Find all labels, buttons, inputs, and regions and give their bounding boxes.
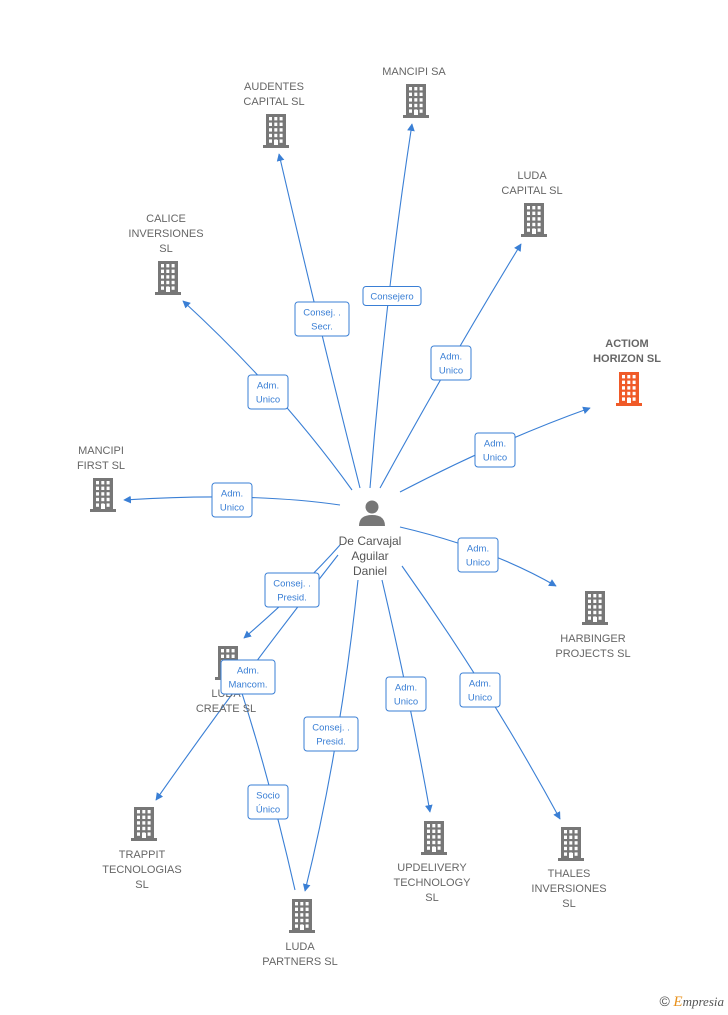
company-node-audentes[interactable]: AUDENTES CAPITAL SL: [243, 81, 305, 148]
relation-label-luda-create-presid[interactable]: Consej. . Presid.: [264, 572, 320, 608]
relation-label-mancipi-sa[interactable]: Consejero: [362, 286, 422, 306]
relation-label-luda-partners[interactable]: Consej. . Presid.: [303, 716, 359, 752]
person-name-line: Daniel: [353, 564, 387, 578]
relation-label-audentes[interactable]: Consej. . Secr.: [294, 301, 350, 337]
relation-text-line: Unico: [439, 366, 463, 377]
company-label-line: TECNOLOGIAS: [102, 864, 181, 876]
person-name-line: Aguilar: [351, 549, 388, 563]
relation-text-line: Unico: [256, 395, 280, 406]
company-label-line: SL: [425, 892, 438, 904]
company-label-line: THALES: [548, 868, 591, 880]
relation-text-line: Consej. .: [273, 579, 311, 590]
person-icon: [359, 500, 385, 526]
building-icon: [90, 478, 116, 512]
relation-text-line: Adm.: [257, 381, 279, 392]
company-node-trappit[interactable]: TRAPPIT TECNOLOGIAS SL: [102, 807, 182, 891]
relation-label-calice[interactable]: Adm. Unico: [247, 374, 289, 410]
building-icon: [582, 591, 608, 625]
company-label-line: PARTNERS SL: [262, 956, 337, 968]
relation-text-line: Mancom.: [228, 680, 267, 691]
relation-text-line: Unico: [483, 453, 507, 464]
company-node-calice[interactable]: CALICE INVERSIONES SL: [128, 213, 204, 295]
company-node-harbinger[interactable]: HARBINGER PROJECTS SL: [555, 591, 631, 660]
nodes-layer: AUDENTES CAPITAL SL MANCIPI SA LUDA CAPITAL …: [77, 66, 661, 968]
company-label-line: CAPITAL SL: [501, 185, 562, 197]
copyright-symbol: ©: [659, 993, 670, 1009]
relation-labels-layer: Consej. .Secr.ConsejeroAdm.UnicoAdm.Unic…: [211, 286, 516, 820]
relation-text-line: Socio: [256, 791, 280, 802]
building-icon: [403, 84, 429, 118]
building-icon: [131, 807, 157, 841]
building-icon: [521, 203, 547, 237]
brand-name: mpresia: [682, 994, 724, 1009]
company-label-line: LUDA: [517, 170, 547, 182]
company-label-line: TRAPPIT: [119, 849, 166, 861]
company-label-line: UPDELIVERY: [397, 862, 467, 874]
relation-label-actiom[interactable]: Adm. Unico: [474, 432, 516, 468]
company-node-luda-capital[interactable]: LUDA CAPITAL SL: [501, 170, 563, 237]
relation-text-line: Secr.: [311, 322, 333, 333]
company-label-line: PROJECTS SL: [555, 648, 630, 660]
company-label-line: AUDENTES: [244, 81, 304, 93]
company-node-updelivery[interactable]: UPDELIVERY TECHNOLOGY SL: [393, 821, 471, 904]
company-label-line: SL: [562, 898, 575, 910]
company-label-line: INVERSIONES: [531, 883, 606, 895]
relation-text-line: Único: [256, 805, 280, 816]
company-label-line: LUDA: [285, 941, 315, 953]
relation-text-line: Unico: [468, 693, 492, 704]
relation-text-line: Consej. .: [303, 308, 341, 319]
relation-label-luda-capital[interactable]: Adm. Unico: [430, 345, 472, 381]
company-node-mancipi-first[interactable]: MANCIPI FIRST SL: [77, 445, 125, 512]
company-label-line: CREATE SL: [196, 703, 256, 715]
relation-text-line: Adm.: [469, 679, 491, 690]
company-node-actiom[interactable]: ACTIOM HORIZON SL: [593, 338, 661, 406]
building-icon: [616, 372, 642, 406]
relation-text-line: Adm.: [467, 544, 489, 555]
edge-luda-partners-socio: [238, 686, 296, 891]
relation-text-line: Presid.: [316, 737, 346, 748]
relation-text-line: Unico: [466, 558, 490, 569]
building-icon: [263, 114, 289, 148]
company-label-line: CALICE: [146, 213, 186, 225]
company-label-line: MANCIPI SA: [382, 66, 446, 78]
relation-text-line: Consejero: [370, 292, 413, 303]
company-label-line: MANCIPI: [78, 445, 124, 457]
relation-text-line: Unico: [394, 697, 418, 708]
relation-text-line: Adm.: [484, 439, 506, 450]
company-label-line: SL: [135, 879, 148, 891]
relation-label-thales[interactable]: Adm. Unico: [459, 672, 501, 708]
relation-text-line: Adm.: [395, 683, 417, 694]
relation-text-line: Consej. .: [312, 723, 350, 734]
relation-label-harbinger[interactable]: Adm. Unico: [457, 537, 499, 573]
company-label-line: HORIZON SL: [593, 353, 661, 365]
relation-text-line: Adm.: [440, 352, 462, 363]
company-label-line: CAPITAL SL: [243, 96, 304, 108]
company-label-line: ACTIOM: [605, 338, 648, 350]
relation-text-line: Presid.: [277, 593, 307, 604]
building-icon: [155, 261, 181, 295]
brand-initial: E: [673, 994, 683, 1010]
building-icon: [289, 899, 315, 933]
person-name-line: De Carvajal: [339, 534, 402, 548]
building-icon: [558, 827, 584, 861]
company-label-line: TECHNOLOGY: [393, 877, 471, 889]
company-label-line: HARBINGER: [560, 633, 625, 645]
relation-label-mancipi-first[interactable]: Adm. Unico: [211, 482, 253, 518]
relation-text-line: Adm.: [221, 489, 243, 500]
relation-label-trappit[interactable]: Adm. Mancom.: [220, 659, 276, 695]
company-label-line: INVERSIONES: [128, 228, 203, 240]
company-node-thales[interactable]: THALES INVERSIONES SL: [531, 827, 607, 910]
relation-label-updelivery[interactable]: Adm. Unico: [385, 676, 427, 712]
relation-text-line: Unico: [220, 503, 244, 514]
building-icon: [421, 821, 447, 855]
company-node-luda-partners[interactable]: LUDA PARTNERS SL: [262, 899, 338, 968]
brand-watermark: © Empresia: [659, 993, 724, 1011]
company-label-line: SL: [159, 243, 172, 255]
relation-text-line: Adm.: [237, 666, 259, 677]
company-node-mancipi-sa[interactable]: MANCIPI SA: [382, 66, 446, 118]
company-label-line: FIRST SL: [77, 460, 125, 472]
